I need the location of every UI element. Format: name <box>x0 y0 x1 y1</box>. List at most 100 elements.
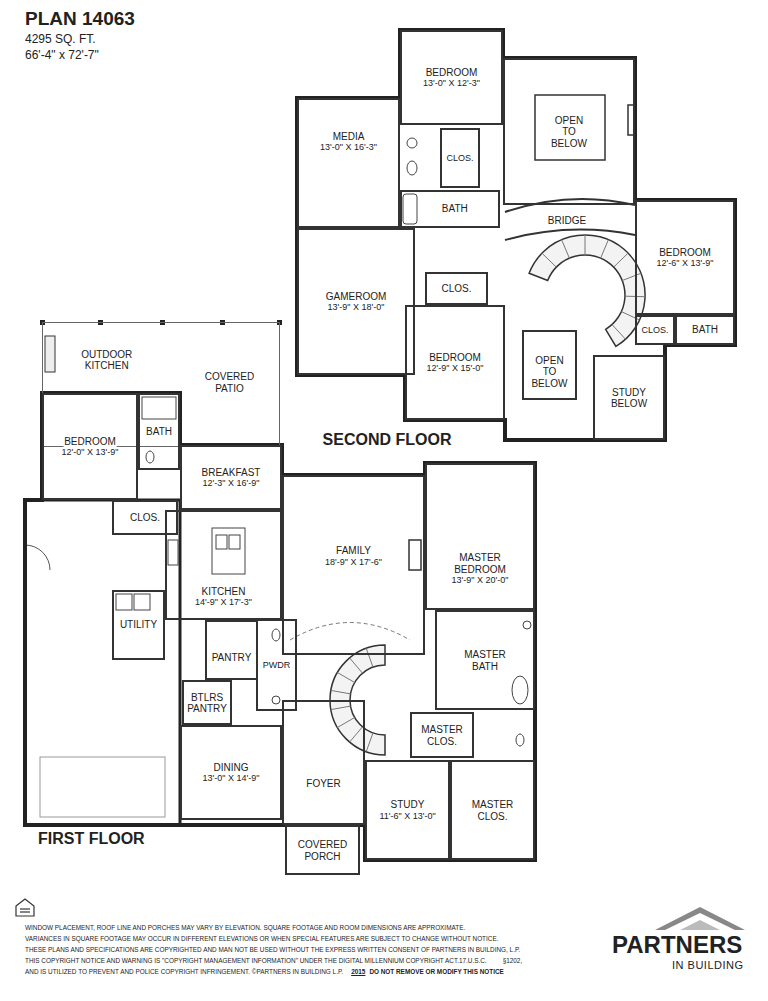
area-name-box: BRIDGE <box>545 215 589 226</box>
room-name: OPEN TO BELOW <box>530 354 568 389</box>
room-label: UTILITY <box>119 619 158 631</box>
room-box: STUDY11'-6" X 13'-0" <box>365 760 450 860</box>
room-box: BATH <box>675 315 735 345</box>
garage <box>40 757 165 817</box>
room-name: MEDIA <box>332 131 366 143</box>
room-dimension: 13'-0" X 16'-3" <box>319 142 378 152</box>
equal-housing-logo <box>16 899 34 916</box>
fireplace <box>409 540 421 570</box>
room-name: CLOS. <box>640 325 669 335</box>
room-name: MASTER BATH <box>463 649 507 672</box>
plumbing-fixture <box>407 138 417 148</box>
disclaimer-line: VARIANCES IN SQUARE FOOTAGE MAY OCCUR IN… <box>25 935 498 942</box>
bridge-railing <box>505 199 635 212</box>
stair-lower <box>331 706 351 710</box>
copyright-year-box: 2015 <box>351 968 365 975</box>
room-box: PANTRY <box>205 620 258 680</box>
room-name: OUTDOOR KITCHEN <box>80 348 133 371</box>
room-dimension: 12'-3" X 16'-9" <box>202 478 261 488</box>
plumbing-fixture <box>403 194 417 224</box>
notice-warning-box: DO NOT REMOVE OR MODIFY THIS NOTICE <box>369 968 503 975</box>
plan-dimensions: 66'-4" x 72'-7" <box>25 49 99 62</box>
disclaimer-line: THIS COPYRIGHT NOTICE AND WARNING IS "CO… <box>25 957 487 964</box>
open-to-below-outline <box>535 95 634 160</box>
room-label: STUDY11'-6" X 13'-0" <box>378 799 436 821</box>
room-name: BTLRS PANTRY <box>186 691 228 714</box>
room-box: CLOS. <box>425 272 488 305</box>
room-name: STUDY BELOW <box>610 386 648 409</box>
stair-lower <box>337 718 354 728</box>
room-label: MASTER BEDROOM13'-9" X 20'-0" <box>451 553 510 586</box>
room-box: MASTER BATH <box>435 610 535 710</box>
stair-lower <box>366 733 373 752</box>
room-label: GAMEROOM13'-9" X 18'-0" <box>325 291 388 313</box>
exterior-wall <box>297 30 735 440</box>
room-box: CLOS. <box>112 500 178 535</box>
room-label: CLOS. <box>445 153 474 163</box>
disclaimer-line: THESE PLANS AND SPECIFICATIONS ARE COPYR… <box>25 946 520 953</box>
room-name: FAMILY <box>335 545 372 557</box>
room-box: MASTER CLOS. <box>450 760 535 860</box>
room-box: MEDIA13'-0" X 16'-3" <box>297 98 400 228</box>
area-name: BRIDGE <box>545 215 589 226</box>
room-box: FOYER <box>282 700 365 825</box>
exterior-wall <box>25 393 535 860</box>
disclaimer-line-box: THIS COPYRIGHT NOTICE AND WARNING IS "CO… <box>25 957 487 964</box>
room-dimension: 11'-6" X 13'-0" <box>378 811 436 821</box>
room-name: GAMEROOM <box>325 291 388 303</box>
room-label: FOYER <box>305 779 341 791</box>
stair-upper <box>612 325 626 340</box>
stair-upper <box>585 235 586 255</box>
room-box: OPEN TO BELOW <box>522 330 577 400</box>
brand-tagline: IN BUILDING <box>672 959 744 971</box>
room-name: MASTER BEDROOM <box>453 553 507 576</box>
copyright-year: 2015 <box>351 968 365 975</box>
plan-dimensions-box: 66'-4" x 72'-7" <box>25 49 99 62</box>
room-dimension: 18'-9" X 17'-6" <box>324 557 383 567</box>
room-label: PANTRY <box>211 653 253 665</box>
floor-heading-box: SECOND FLOOR <box>323 431 452 449</box>
room-label: BEDROOM12'-0" X 13'-9" <box>61 436 120 458</box>
square-footage-box: 4295 SQ. FT. <box>25 33 96 46</box>
room-dimension: 13'-0" X 14'-9" <box>202 773 261 783</box>
room-dimension: 14'-9" X 17'-3" <box>194 597 253 607</box>
room-name: CLOS. <box>445 153 474 163</box>
plumbing-fixture <box>516 734 524 746</box>
room-name: COVERED PATIO <box>204 371 255 394</box>
brand-logo <box>655 907 745 930</box>
room-label: MASTER BATH <box>463 649 507 672</box>
plan-title: PLAN 14063 <box>25 9 135 30</box>
room-label: PWDR <box>262 660 292 670</box>
brand-name: PARTNERS <box>612 932 742 958</box>
room-label: BREAKFAST12'-3" X 16'-9" <box>201 467 262 489</box>
room-box: OPEN TO BELOW <box>503 58 635 205</box>
garage <box>25 500 180 825</box>
brand-tagline-box: IN BUILDING <box>672 959 744 971</box>
room-name: BREAKFAST <box>201 467 262 479</box>
exterior-wall <box>25 30 735 860</box>
room-box: BEDROOM12'-6" X 13'-9" <box>635 200 735 315</box>
room-name: CLOS. <box>440 283 472 295</box>
room-name: OPEN TO BELOW <box>550 114 588 149</box>
disclaimer-line-box: THESE PLANS AND SPECIFICATIONS ARE COPYR… <box>25 946 520 953</box>
foyer-arch <box>290 623 410 641</box>
floor-heading: FIRST FLOOR <box>38 830 145 848</box>
outdoor-grill <box>45 336 55 372</box>
stair-upper <box>542 235 645 339</box>
stair-upper <box>542 253 556 267</box>
room-name: PANTRY <box>211 653 253 665</box>
room-label: STUDY BELOW <box>610 386 648 409</box>
room-label: MASTER CLOS. <box>420 724 464 747</box>
stair-lower <box>350 658 363 673</box>
kitchen-fixture <box>134 594 150 610</box>
stair-lower <box>366 648 373 667</box>
room-box: BATH <box>400 190 500 228</box>
room-label: CLOS. <box>440 283 472 295</box>
equal-housing-logo <box>16 899 34 916</box>
room-name: KITCHEN <box>201 586 247 598</box>
room-box: BATH <box>138 393 180 470</box>
floor-heading-box: FIRST FLOOR <box>38 830 145 848</box>
plumbing-fixture <box>142 138 531 746</box>
stair-lower <box>350 727 363 742</box>
room-box: GAMEROOM13'-9" X 18'-0" <box>297 228 415 375</box>
